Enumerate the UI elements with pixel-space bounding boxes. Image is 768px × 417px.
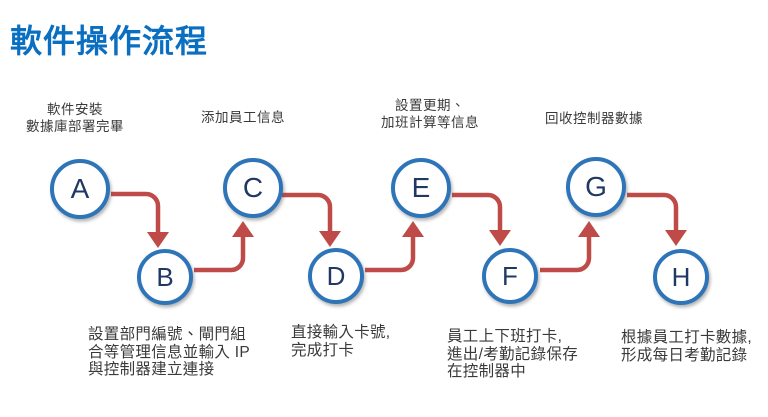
arrow-e-to-f xyxy=(452,192,511,246)
node-g-letter: G xyxy=(585,171,607,202)
label-step-f-line3: 在控制器中 xyxy=(447,363,527,380)
node-d-letter: D xyxy=(326,260,346,291)
label-step-f: 員工上下班打卡, 進出/考勤記錄保存 在控制器中 xyxy=(447,328,578,381)
node-e-circle: E xyxy=(391,158,451,218)
label-step-h-line2: 形成每日考勤記錄 xyxy=(621,346,748,364)
node-e-letter: E xyxy=(411,172,431,203)
node-g-circle: G xyxy=(566,157,626,217)
label-step-c: 添加員工信息 xyxy=(143,109,343,126)
node-c-circle: C xyxy=(223,158,283,218)
label-step-d-line2: 完成打卡 xyxy=(291,341,355,359)
node-f-letter: F xyxy=(502,260,518,291)
label-step-a-line2: 數據庫部署完畢 xyxy=(26,119,124,134)
label-step-b-line3: 與控制器建立連接 xyxy=(88,361,215,378)
label-step-g-line1: 回收控制器數據 xyxy=(545,111,643,126)
label-step-f-line2: 進出/考勤記錄保存 xyxy=(447,345,579,363)
arrow-c-to-d xyxy=(282,192,341,247)
node-a-circle: A xyxy=(50,159,110,219)
label-step-e-line2: 加班計算等信息 xyxy=(381,115,479,130)
label-step-g: 回收控制器數據 xyxy=(494,110,694,127)
label-step-c-line1: 添加員工信息 xyxy=(201,110,285,125)
arrow-g-to-h xyxy=(627,192,687,246)
node-d-circle: D xyxy=(308,248,364,304)
label-step-h-line1: 根據員工打卡數據, xyxy=(621,329,753,346)
label-step-e-line1: 設置更期、 xyxy=(395,98,465,113)
arrow-a-to-b xyxy=(111,191,169,248)
arrow-b-to-c xyxy=(194,221,254,273)
label-step-d-line1: 直接輸入卡號, xyxy=(291,324,391,341)
page-title: 軟件操作流程 xyxy=(10,23,209,59)
label-step-a-line1: 軟件安裝 xyxy=(47,102,103,117)
label-step-d: 直接輸入卡號, 完成打卡 xyxy=(291,324,390,359)
node-a-letter: A xyxy=(70,173,90,204)
label-step-b-line2: 合等管理信息並輸入 IP xyxy=(88,343,251,361)
node-b-letter: B xyxy=(156,261,174,292)
label-step-b: 設置部門編號、閘門組 合等管理信息並輸入 IP 與控制器建立連接 xyxy=(88,326,250,379)
label-step-e: 設置更期、 加班計算等信息 xyxy=(330,97,530,131)
label-step-b-line1: 設置部門編號、閘門組 xyxy=(88,326,247,343)
arrow-f-to-g xyxy=(540,221,600,273)
arrow-d-to-e xyxy=(365,221,424,273)
label-step-f-line1: 員工上下班打卡, xyxy=(447,328,563,345)
node-f-circle: F xyxy=(482,248,538,304)
label-step-a: 軟件安裝 數據庫部署完畢 xyxy=(0,101,175,135)
label-step-h: 根據員工打卡數據, 形成每日考勤記錄 xyxy=(621,329,752,364)
node-h-letter: H xyxy=(671,261,691,292)
node-b-circle: B xyxy=(137,249,193,305)
node-c-letter: C xyxy=(242,172,264,203)
node-h-circle: H xyxy=(653,249,709,305)
